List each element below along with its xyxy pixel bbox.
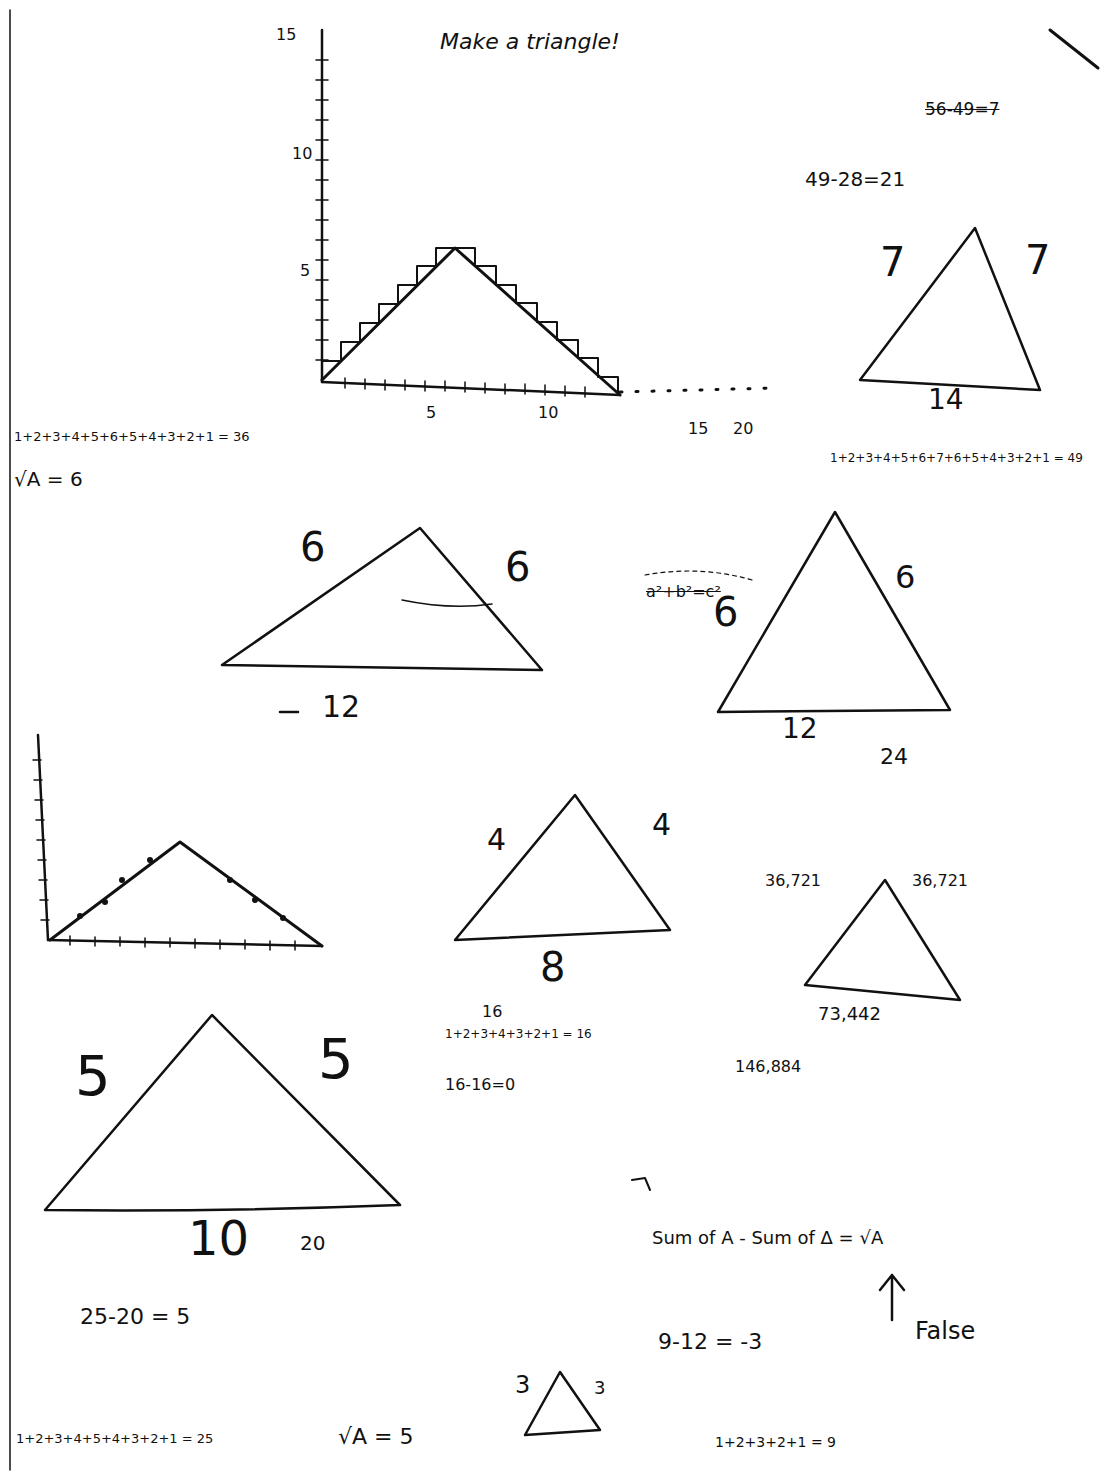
handwritten-note: 9-12 = -3 [658, 1330, 762, 1354]
handwritten-note: 5 [318, 1028, 354, 1090]
arrow-symbol [880, 1275, 904, 1320]
graph-triangle [322, 248, 620, 395]
handwritten-note: 20 [300, 1232, 325, 1254]
axis-ticks [345, 378, 585, 397]
handwritten-note: 15 [688, 420, 708, 438]
triangle [718, 512, 950, 712]
triangle [860, 228, 1040, 390]
handwritten-note: 10 [188, 1212, 249, 1265]
handwritten-note: 36,721 [765, 872, 821, 890]
handwritten-note: 1+2+3+2+1 = 9 [715, 1435, 836, 1450]
staircase [322, 248, 618, 395]
handwritten-note: 12 [322, 690, 360, 723]
x-axis [48, 940, 322, 946]
handwritten-note: Sum of A - Sum of Δ = √A [652, 1228, 883, 1248]
handwritten-note: 49-28=21 [805, 168, 905, 190]
handwritten-note: 7 [880, 240, 905, 284]
handwritten-note: 5 [75, 1045, 111, 1107]
pen-stroke [402, 600, 492, 606]
page-title: Make a triangle! [440, 30, 620, 54]
x-axis-dotted [620, 388, 775, 392]
handwritten-note: 8 [540, 945, 565, 989]
graph-dots [77, 857, 286, 921]
triangle [222, 528, 542, 670]
handwritten-note: 4 [487, 823, 506, 856]
handwritten-note: 36,721 [912, 872, 968, 890]
triangle [805, 880, 960, 1000]
y-axis [38, 735, 48, 940]
handwritten-note: √A = 6 [14, 468, 83, 490]
handwritten-note: 3 [594, 1378, 605, 1398]
handwritten-note: 6 [505, 545, 530, 589]
axis-ticks [70, 936, 295, 950]
handwritten-note: 5 [426, 404, 436, 422]
handwritten-note: 1+2+3+4+5+4+3+2+1 = 25 [16, 1432, 213, 1446]
handwritten-note: 20 [733, 420, 753, 438]
graph-triangle [50, 842, 322, 946]
handwritten-note: 10 [538, 404, 558, 422]
handwritten-note: 6 [713, 590, 738, 634]
handwritten-note: 14 [928, 385, 964, 416]
axis-ticks [33, 760, 49, 920]
pen-stroke [632, 1178, 650, 1190]
handwritten-note: a²+b²=c² [646, 583, 721, 601]
handwritten-note: 16-16=0 [445, 1076, 515, 1094]
handwritten-note: √A = 5 [338, 1425, 414, 1449]
handwritten-note: 56-49=7 [925, 100, 999, 119]
margin-line [9, 10, 11, 1470]
handwritten-note: 7 [1025, 238, 1050, 282]
handwritten-note: 1+2+3+4+5+6+5+4+3+2+1 = 36 [14, 430, 250, 444]
handwritten-note: 146,884 [735, 1058, 801, 1076]
handwritten-note: False [915, 1318, 975, 1344]
handwritten-note: 10 [292, 145, 312, 163]
triangle [525, 1372, 600, 1435]
pen-stroke [1050, 30, 1098, 68]
handwritten-note: 6 [300, 525, 325, 569]
handwritten-note: 1+2+3+4+3+2+1 = 16 [445, 1028, 592, 1041]
triangle [45, 1015, 400, 1210]
y-axis [321, 30, 324, 382]
handwritten-note: 16 [482, 1003, 502, 1021]
triangle [455, 795, 670, 940]
handwritten-note: 73,442 [818, 1004, 881, 1024]
pen-stroke [645, 571, 752, 580]
x-axis [322, 382, 620, 395]
handwritten-note: 6 [895, 560, 915, 595]
handwritten-note: 25-20 = 5 [80, 1305, 190, 1329]
dash [280, 711, 298, 714]
handwritten-note: 3 [515, 1372, 530, 1398]
handwritten-note: 15 [276, 26, 296, 44]
handwritten-note: 24 [880, 745, 908, 769]
handwritten-note: 5 [300, 262, 310, 280]
handwritten-note: 12 [782, 714, 818, 745]
axis-ticks [316, 60, 328, 360]
handwritten-note: 4 [652, 808, 671, 841]
handwritten-note: 1+2+3+4+5+6+7+6+5+4+3+2+1 = 49 [830, 452, 1083, 465]
